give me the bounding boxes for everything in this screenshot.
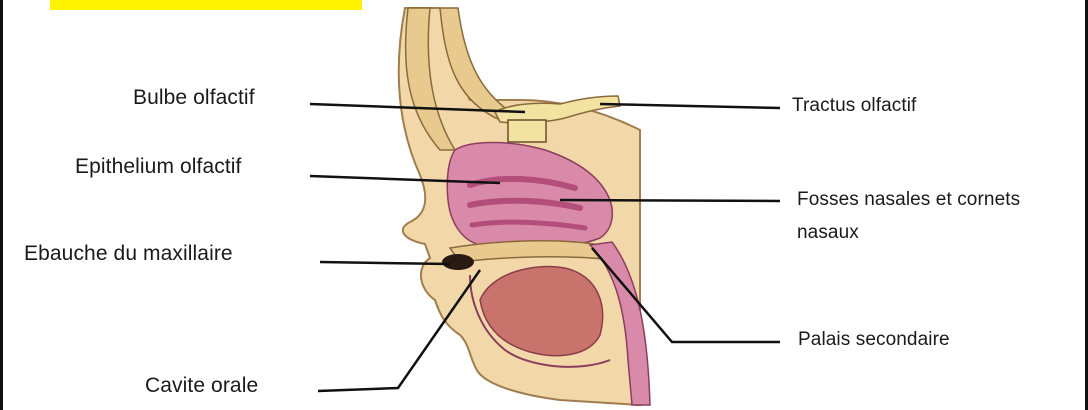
- label-fosses-nasales-line1: Fosses nasales et cornets: [797, 189, 1020, 211]
- label-palais-secondaire: Palais secondaire: [798, 329, 950, 351]
- maxilla-spot: [442, 254, 474, 270]
- leader-fosses-nasales: [560, 200, 780, 201]
- label-tractus-olfactif: Tractus olfactif: [792, 95, 916, 117]
- label-epithelium-olfactif: Epithelium olfactif: [75, 155, 241, 179]
- label-bulbe-olfactif: Bulbe olfactif: [133, 86, 255, 110]
- label-ebauche-maxillaire: Ebauche du maxillaire: [24, 242, 233, 266]
- cribriform-plate: [508, 120, 546, 142]
- label-fosses-nasales-line2: nasaux: [797, 222, 859, 244]
- leader-tractus-olfactif: [600, 104, 780, 108]
- label-cavite-orale: Cavite orale: [145, 374, 258, 398]
